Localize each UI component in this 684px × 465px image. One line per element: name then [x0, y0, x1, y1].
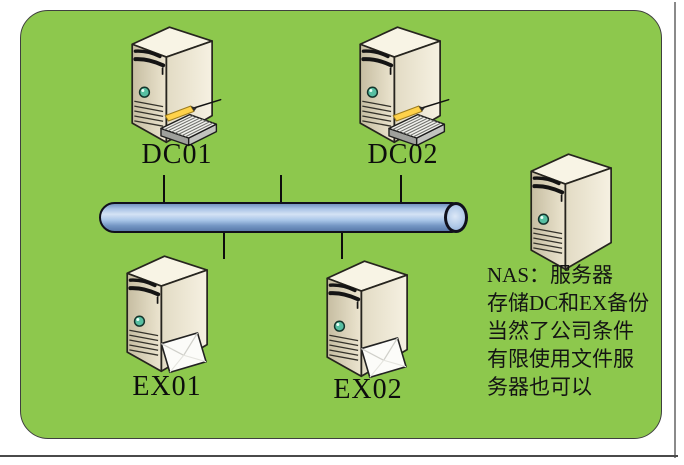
server-icon-dc02: [341, 24, 450, 147]
bus-stub-top-middle: [280, 175, 282, 205]
bus-stub-top-dc02: [400, 175, 402, 205]
network-bus-pipe: [99, 202, 457, 233]
annotation-line-3: 当然了公司条件: [487, 319, 634, 343]
bus-stub-top-dc01: [163, 175, 165, 205]
server-label-dc01: DC01: [141, 139, 213, 170]
server-label-dc02: DC02: [367, 139, 439, 170]
server-icon-ex01: [108, 253, 221, 383]
server-label-ex01: EX01: [132, 371, 202, 402]
network-bus: [99, 202, 469, 233]
annotation-line-4: 有限使用文件服: [487, 347, 634, 371]
bus-stub-bottom-ex02: [341, 229, 343, 259]
nas-annotation: NAS：服务器 存储DC和EX备份 当然了公司条件 有限使用文件服 务器也可以: [487, 261, 672, 401]
server-label-ex02: EX02: [333, 374, 403, 405]
server-icon-ex02: [308, 258, 421, 388]
server-icon-dc01: [113, 24, 222, 147]
server-tower-icon: [531, 154, 611, 269]
bus-stub-bottom-ex01: [223, 229, 225, 259]
network-bus-end-cap: [444, 202, 468, 233]
frame-shadow-right: [674, 2, 676, 458]
annotation-line-1: NAS：服务器: [487, 263, 614, 287]
frame-shadow-bottom: [0, 455, 678, 457]
annotation-line-2: 存储DC和EX备份: [487, 291, 650, 315]
annotation-line-5: 务器也可以: [487, 375, 592, 399]
